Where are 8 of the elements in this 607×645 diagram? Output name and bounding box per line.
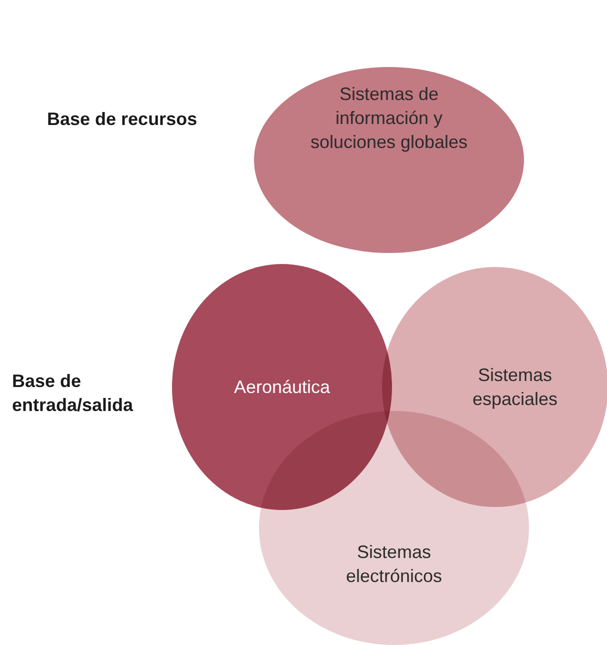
row-label: Base de entrada/salida xyxy=(12,370,134,417)
venn-circle xyxy=(254,67,524,253)
venn-circle xyxy=(259,411,529,645)
circle-label: Sistemas de información y soluciones globales xyxy=(309,83,469,154)
circle-label: Aeronáutica xyxy=(232,376,332,399)
row-label: Base de recursos xyxy=(47,108,198,131)
circle-label: Sistemas electrónicos xyxy=(344,541,444,588)
circle-label: Sistemas espaciales xyxy=(471,364,559,411)
